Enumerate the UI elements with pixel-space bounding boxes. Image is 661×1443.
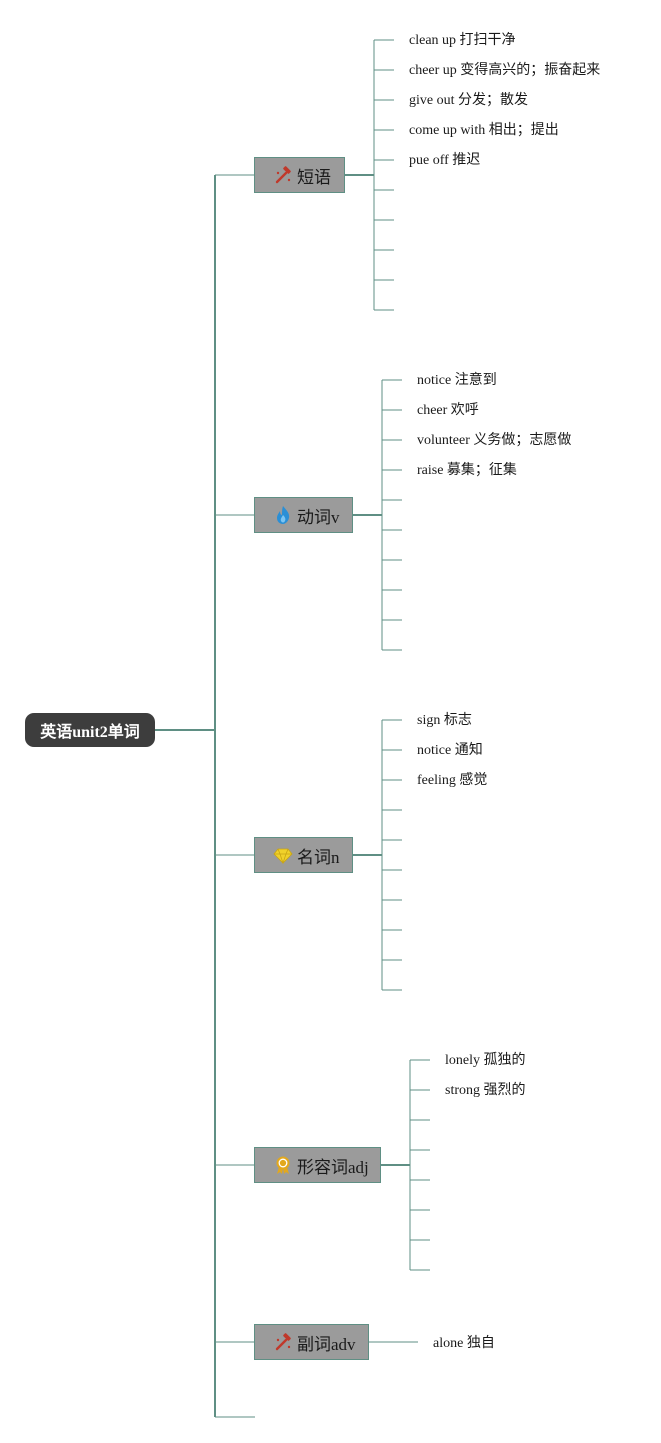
leaf-item[interactable]: feeling 感觉 — [417, 773, 488, 788]
leaf-item[interactable]: notice 注意到 — [417, 373, 497, 388]
leaf-item[interactable]: cheer up 变得高兴的；振奋起来 — [409, 63, 601, 78]
hammer-icon — [273, 165, 293, 185]
leaf-item[interactable]: alone 独自 — [433, 1336, 495, 1351]
leaf-item[interactable]: volunteer 义务做；志愿做 — [417, 433, 572, 448]
branch-node-phrases[interactable]: 短语 — [254, 157, 345, 193]
branch-node-nouns[interactable]: 名词n — [254, 837, 353, 873]
leaf-item[interactable]: cheer 欢呼 — [417, 403, 479, 418]
leaf-item[interactable]: come up with 相出；提出 — [409, 123, 559, 138]
hammer-icon — [273, 1332, 293, 1352]
branch-label: 形容词adj — [297, 1157, 369, 1177]
branch-node-adjectives[interactable]: 形容词adj — [254, 1147, 381, 1183]
leaf-item[interactable]: notice 通知 — [417, 743, 483, 758]
branch-node-verbs[interactable]: 动词v — [254, 497, 353, 533]
branch-label: 名词n — [297, 847, 340, 867]
branch-node-adverbs[interactable]: 副词adv — [254, 1324, 369, 1360]
leaf-item[interactable]: lonely 孤独的 — [445, 1053, 526, 1068]
branch-label: 短语 — [297, 167, 331, 187]
leaf-item[interactable]: raise 募集；征集 — [417, 463, 517, 478]
leaf-item[interactable]: sign 标志 — [417, 713, 472, 728]
root-label: 英语unit2单词 — [40, 724, 140, 741]
leaf-item[interactable]: clean up 打扫干净 — [409, 33, 516, 48]
branch-label: 动词v — [297, 507, 340, 527]
root-node[interactable]: 英语unit2单词 — [25, 713, 155, 747]
leaf-item[interactable]: pue off 推迟 — [409, 153, 481, 168]
branch-label: 副词adv — [297, 1334, 356, 1354]
leaf-item[interactable]: strong 强烈的 — [445, 1083, 526, 1098]
award-badge-icon — [273, 1155, 293, 1175]
flame-icon — [273, 505, 293, 525]
diamond-icon — [273, 845, 293, 865]
leaf-item[interactable]: give out 分发；散发 — [409, 93, 528, 108]
